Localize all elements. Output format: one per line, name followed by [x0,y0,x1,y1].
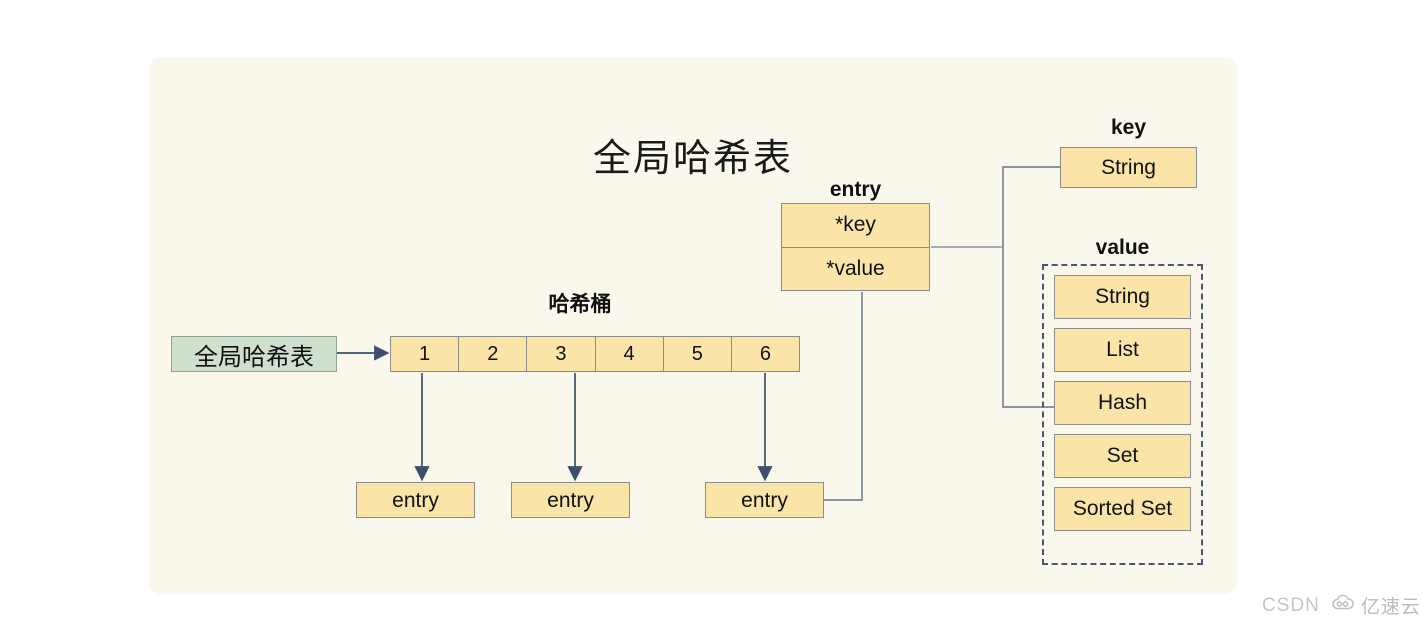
value-type-string[interactable]: String [1054,275,1191,319]
bucket-cell[interactable]: 6 [759,342,771,365]
entry-node[interactable]: entry [356,482,475,518]
value-type-set[interactable]: Set [1054,434,1191,478]
cloud-logo-icon [1330,594,1356,618]
value-types-group: String List Hash Set Sorted Set [1042,264,1203,565]
bucket-cell[interactable]: 3 [527,337,596,371]
watermark: CSDN 亿速云 [1262,592,1421,619]
global-hash-table-label: 全局哈希表 [194,343,314,371]
global-hash-table-node[interactable]: 全局哈希表 [171,336,337,372]
hash-bucket-array[interactable]: 1 2 3 4 5 6 [390,336,800,372]
value-type-sorted-set[interactable]: Sorted Set [1054,487,1191,531]
hash-bucket-caption: 哈希桶 [548,293,612,316]
entry-field-key[interactable]: *key [782,204,929,248]
entry-struct[interactable]: *key *value [781,203,930,291]
value-type-list[interactable]: List [1054,328,1191,372]
bucket-cell[interactable]: 4 [596,337,664,371]
watermark-brand-label: 亿速云 [1360,597,1421,618]
entry-node-label: entry [741,488,788,512]
entry-field-value[interactable]: *value [826,256,885,280]
bucket-cell[interactable]: 5 [664,337,732,371]
entry-struct-caption: entry [829,178,882,201]
value-section-caption: value [1095,236,1150,259]
entry-node-label: entry [547,488,594,512]
bucket-cell[interactable]: 1 [391,337,460,371]
value-type-hash[interactable]: Hash [1054,381,1191,425]
entry-node[interactable]: entry [705,482,824,518]
watermark-csdn-label: CSDN [1262,594,1320,616]
key-section-caption: key [1110,116,1147,139]
page-title: 全局哈希表 [592,138,793,180]
watermark-brand: 亿速云 [1330,592,1421,619]
key-type-string[interactable]: String [1060,147,1197,188]
bucket-cell[interactable]: 2 [459,337,528,371]
entry-node-label: entry [392,488,439,512]
entry-node[interactable]: entry [511,482,630,518]
key-type-label: String [1101,156,1156,179]
